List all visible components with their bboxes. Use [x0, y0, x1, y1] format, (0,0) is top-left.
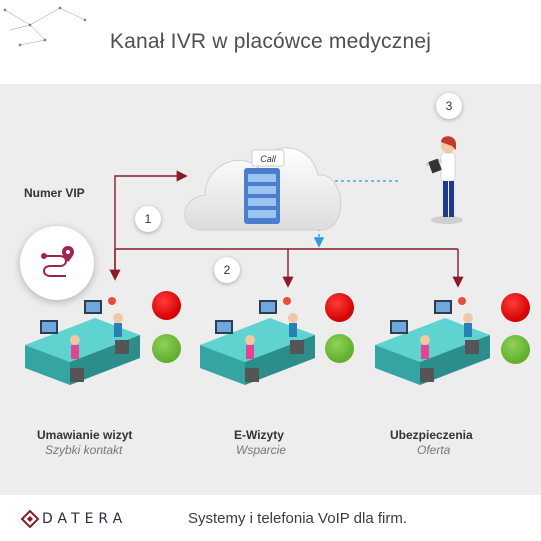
- department-subtitle: Oferta: [417, 443, 451, 457]
- department-subtitle: Szybki kontakt: [45, 443, 123, 457]
- status-red-dot: [152, 291, 181, 320]
- status-green-dot: [501, 335, 530, 364]
- vip-label: Numer VIP: [24, 186, 85, 200]
- footer-tagline: Systemy i telefonia VoIP dla firm.: [188, 510, 407, 527]
- department-name: Umawianie wizyt: [37, 428, 133, 442]
- status-green-dot: [152, 334, 181, 363]
- brand-logo-text: DATERA: [42, 511, 128, 527]
- status-green-dot: [325, 334, 354, 363]
- department-subtitle: Wsparcie: [236, 443, 287, 457]
- step-1-badge: 1: [135, 206, 161, 232]
- call-center-desk-icon: [25, 297, 490, 385]
- footer: [0, 495, 541, 541]
- page-title: Kanał IVR w placówce medycznej: [109, 30, 432, 53]
- step-2-badge: 2: [214, 257, 240, 283]
- department-name: Ubezpieczenia: [390, 428, 473, 442]
- step-3-badge: 3: [436, 93, 462, 119]
- cloud-logo-text: Call: [260, 154, 277, 164]
- route-icon: [41, 246, 74, 277]
- header: [0, 0, 541, 84]
- vip-route-badge: [20, 226, 94, 300]
- department-name: E-Wizyty: [234, 428, 284, 442]
- status-red-dot: [501, 293, 530, 322]
- status-red-dot: [325, 293, 354, 322]
